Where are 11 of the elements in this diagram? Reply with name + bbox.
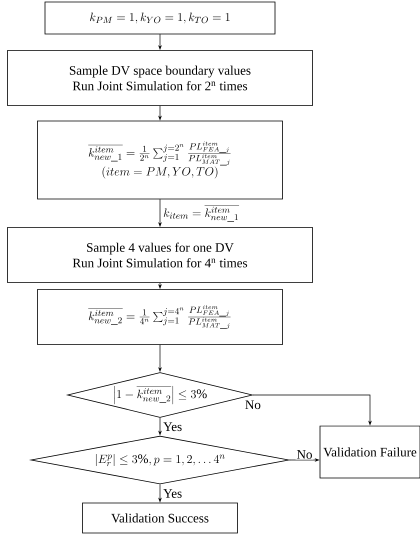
process-box: $\overline{k^{item}_{new\_2}} = \frac{1}{4^n}\sum_{j=1}^{j=4^n}\frac{PL^{item}_{FEA\_j}}{PL^{item}_{MAT\_j}}$ xyxy=(37,289,283,345)
edge-label: $k_{item} = \overline{k^{item}_{new\_1}}$ xyxy=(162,204,240,223)
process-box: Validation Success xyxy=(82,502,238,534)
process-box: Sample DV space boundary values Run Joint Simulation for 2$^{n}$ times xyxy=(7,50,313,106)
process-box: Validation Failure xyxy=(320,426,420,478)
edge-label: Yes xyxy=(162,488,184,499)
process-box: $k_{PM}= 1, k_{YO}= 1, k_{TO}= 1$ xyxy=(44,2,276,34)
edge-label: No xyxy=(296,449,314,460)
process-box: $\overline{k^{item}_{new\_1}} = \frac{1}{2^n}\sum_{j=1}^{j=2^n}\frac{PL^{item}_{FEA\_j}}{PL^{item}_{MAT\_j}}$ $(item = PM, YO, TO)$ xyxy=(37,120,283,200)
process-box: Sample 4 values for one DV Run Joint Simulation for 4$^{n}$ times xyxy=(7,227,313,283)
edge-label: Yes xyxy=(162,421,184,432)
